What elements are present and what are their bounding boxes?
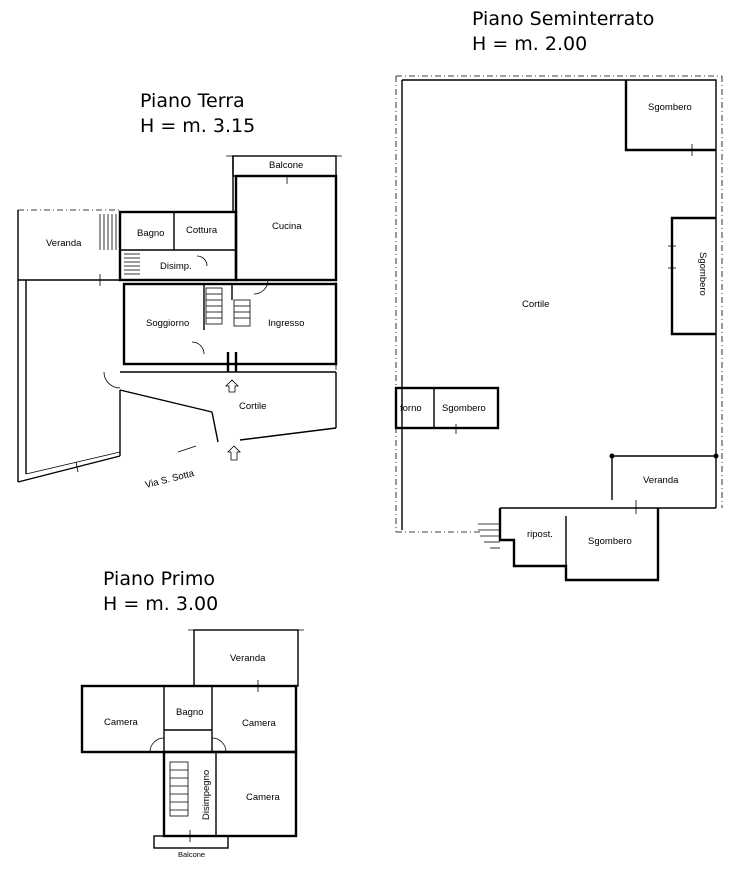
sgombero-top-room <box>624 80 716 152</box>
label-bagno-terra: Bagno <box>137 228 164 239</box>
label-sgombero-right: Sgombero <box>697 252 708 296</box>
label-sgombero-top: Sgombero <box>648 102 692 113</box>
label-ripost: ripost. <box>527 529 553 540</box>
terra-height: H = m. 3.15 <box>140 115 255 137</box>
bottom-door-mark <box>75 461 79 473</box>
label-sgombero-small: Sgombero <box>442 403 486 414</box>
camera-right-door-arc <box>211 737 227 753</box>
seminterrato-height: H = m. 2.00 <box>472 33 587 55</box>
gate-post <box>211 411 219 443</box>
label-ingresso: Ingresso <box>268 318 304 329</box>
plan-titles: Piano Seminterrato H = m. 2.00 Piano Ter… <box>103 8 654 615</box>
label-balcone-primo: Balcone <box>178 850 205 859</box>
terra-title: Piano Terra <box>140 90 245 112</box>
label-cucina: Cucina <box>272 221 302 232</box>
house-wall-top <box>120 156 234 213</box>
semi-bottom-block <box>498 508 660 582</box>
primo-title: Piano Primo <box>103 568 215 590</box>
gate-arc <box>103 371 121 389</box>
soggiorno-ingresso-block <box>122 282 338 366</box>
soggiorno-door-arc <box>191 341 205 355</box>
piano-seminterrato-plan: Sgombero Sgombero Cortile forno Sgombero… <box>394 75 723 582</box>
label-soggiorno: Soggiorno <box>146 318 189 329</box>
street-arrow-icon <box>227 445 241 461</box>
primo-balcone <box>153 835 229 849</box>
terra-outer-bottom <box>17 455 121 483</box>
veranda-stair <box>99 214 117 250</box>
street-mark <box>177 445 197 453</box>
column-marker-right <box>713 453 719 459</box>
camera-left-door-arc <box>149 737 165 753</box>
label-forno: forno <box>400 403 422 414</box>
soggiorno-stair <box>205 287 251 327</box>
semi-wall-outer <box>402 79 717 508</box>
terra-outer-bottom-inner <box>25 451 121 475</box>
label-cottura: Cottura <box>186 225 218 236</box>
semi-stair <box>478 523 500 549</box>
seminterrato-title: Piano Seminterrato <box>472 8 654 30</box>
label-cortile-semi: Cortile <box>522 299 549 310</box>
label-camera-left: Camera <box>104 717 139 728</box>
sgombero-right-room <box>670 216 716 336</box>
cucina-door-arc <box>253 279 269 295</box>
label-disimp: Disimp. <box>160 261 192 272</box>
column-marker-left <box>609 453 615 459</box>
label-camera-bottom: Camera <box>246 792 281 803</box>
entrance-arrow-icon <box>225 379 239 393</box>
piano-terra-plan: Balcone Veranda Bagno Cottura Cucina Dis… <box>17 155 342 491</box>
label-sgombero-bottom: Sgombero <box>588 536 632 547</box>
label-cortile-terra: Cortile <box>239 401 266 412</box>
label-balcone: Balcone <box>269 160 303 171</box>
piano-primo-plan: Veranda Camera Bagno Camera Disimpegno C… <box>80 629 304 859</box>
primo-stair <box>169 761 189 817</box>
forno-sgombero-block <box>394 386 500 430</box>
primo-height: H = m. 3.00 <box>103 593 218 615</box>
label-veranda-semi: Veranda <box>643 475 679 486</box>
cucina-room <box>234 174 338 282</box>
disimp-door-arc <box>196 255 208 267</box>
label-veranda-primo: Veranda <box>230 653 266 664</box>
label-veranda-terra: Veranda <box>46 238 82 249</box>
disimp-stair <box>124 253 140 275</box>
label-camera-right: Camera <box>242 718 277 729</box>
label-bagno-primo: Bagno <box>176 707 203 718</box>
cortile-gate-line <box>119 389 213 413</box>
label-disimpegno: Disimpegno <box>201 770 212 820</box>
primo-lower-block <box>162 750 298 838</box>
label-street: Via S. Sotta <box>144 468 196 491</box>
cortile-bottom-wall <box>239 427 337 441</box>
